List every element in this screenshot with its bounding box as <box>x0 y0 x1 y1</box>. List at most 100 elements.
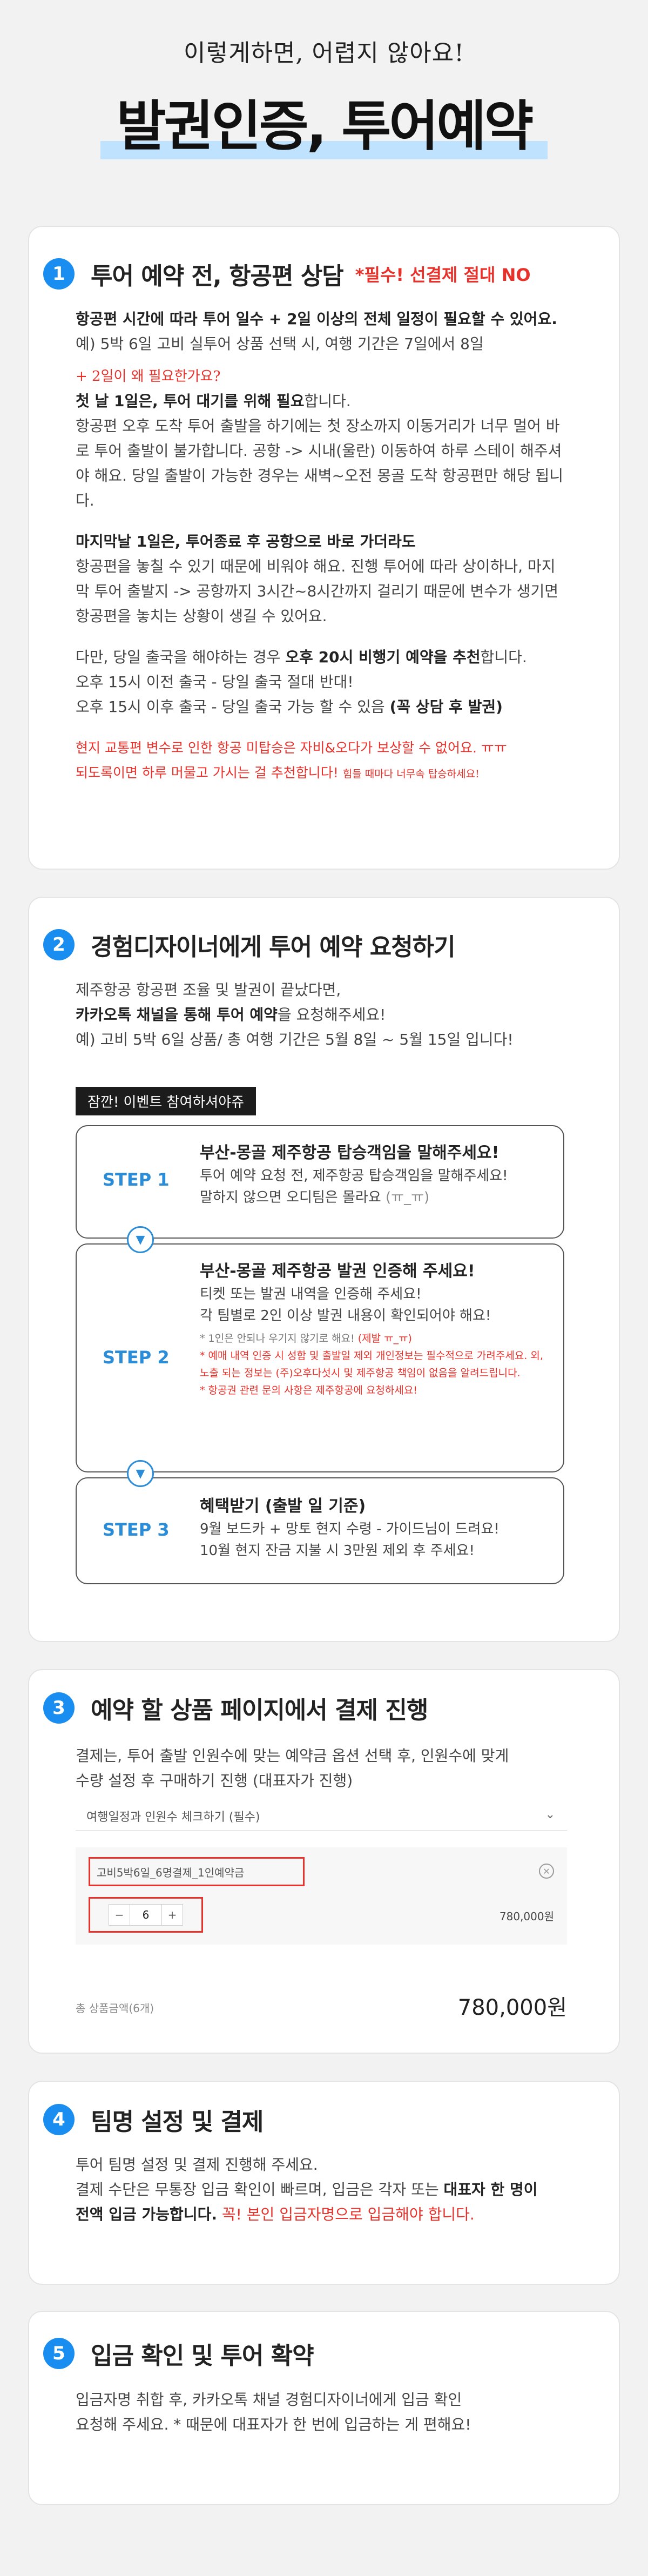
section-5-card <box>28 2311 620 2505</box>
paragraph-bold: 전액 입금 가능합니다. <box>76 2205 217 2223</box>
section-2-header: 2 경험디자이너에게 투어 예약 요청하기 <box>43 927 456 962</box>
step-text: (ㅠ_ㅠ) <box>386 1189 430 1206</box>
step-heading: 부산-몽골 제주항공 탑승객임을 말해주세요! <box>200 1144 500 1162</box>
select-label: 여행일정과 인원수 체크하기 (필수) <box>86 1810 260 1824</box>
paragraph: 다만, 당일 출국을 해야하는 경우 <box>76 648 286 666</box>
event-badge: 잠깐! 이벤트 참여하셔야쥬 <box>76 1087 256 1115</box>
small-note-red: * 항공권 관련 문의 사항은 제주항공에 요청하세요! <box>200 1384 417 1396</box>
section-1-card <box>28 226 620 870</box>
step-number-badge: 3 <box>43 1692 75 1724</box>
step-1-box: STEP 1 부산-몽골 제주항공 탑승객임을 말해주세요! 투어 예약 요청 … <box>76 1125 564 1239</box>
step-text: 각 팀별로 2인 이상 발권 내용이 확인되어야 해요! <box>200 1308 491 1324</box>
step-text: 티켓 또는 발권 내역을 인증해 주세요! <box>200 1286 422 1302</box>
paragraph: 예) 5박 6일 고비 실투어 상품 선택 시, 여행 기간은 7일에서 8일 <box>76 335 484 353</box>
hero-subtitle: 이렇게하면, 어렵지 않아요! <box>184 39 464 67</box>
quantity-stepper: − 6 + <box>89 1897 203 1933</box>
section-title: 팀명 설정 및 결제 <box>91 2108 264 2136</box>
handwritten-note: ㅠㅠ <box>481 740 507 756</box>
notice-red: 되도록이면 하루 머물고 가시는 걸 추천합니다! <box>76 765 343 781</box>
paragraph: 결제는, 투어 출발 인원수에 맞는 예약금 옵션 선택 후, 인원수에 맞게 <box>76 1747 509 1765</box>
plus-button[interactable]: + <box>167 1908 177 1921</box>
small-note: (제발 ㅠ_ㅠ) <box>357 1333 412 1344</box>
step-label: STEP 3 <box>103 1519 170 1540</box>
paragraph: 수량 설정 후 구매하기 진행 (대표자가 진행) <box>76 1772 353 1790</box>
handwritten-note: + 2일이 왜 필요한가요? <box>76 368 221 385</box>
section-5-header: 5 입금 확인 및 투어 확약 <box>43 2336 314 2371</box>
title-highlight <box>100 141 548 159</box>
schedule-select[interactable]: 여행일정과 인원수 체크하기 (필수) ⌄ <box>76 1801 567 1831</box>
notice-red: 현지 교통편 변수로 인한 항공 미탑승은 자비&오다가 보상할 수 없어요. <box>76 740 481 756</box>
option-price: 780,000원 <box>499 1910 554 1923</box>
step-label: STEP 1 <box>103 1169 170 1190</box>
section-4-body: 투어 팀명 설정 및 결제 진행해 주세요. 결제 수단은 무통장 입금 확인이… <box>76 2153 567 2227</box>
step-number-badge: 4 <box>43 2104 75 2135</box>
step-text: 10월 현지 잔금 지불 시 3만원 제외 후 주세요! <box>200 1543 475 1559</box>
step-heading: 혜택받기 (출발 일 기준) <box>200 1497 366 1516</box>
step-text: 9월 보드카 + 망토 현지 수령 - 가이드님이 드려요! <box>200 1521 500 1537</box>
step-2-box: STEP 2 부산-몽골 제주항공 발권 인증해 주세요! 티켓 또는 발권 내… <box>76 1243 564 1472</box>
required-warning: *필수! 선결제 절대 NO <box>355 265 531 285</box>
section-1-body: 항공편 시간에 따라 투어 일수 + 2일 이상의 전체 일정이 필요할 수 있… <box>76 307 567 786</box>
hero: 이렇게하면, 어렵지 않아요! 발권인증, 투어예약 <box>0 0 648 178</box>
paragraph: 입금자명 취합 후, 카카오톡 채널 경험디자이너에게 입금 확인 <box>76 2391 462 2409</box>
paragraph-bold: 오후 20시 비행기 예약을 추천 <box>285 648 481 666</box>
section-2-body: 제주항공 항공편 조율 및 발권이 끝났다면, 카카오톡 채널을 통해 투어 예… <box>76 978 567 1052</box>
total-value: 780,000원 <box>457 1995 567 2020</box>
close-icon[interactable]: ✕ <box>539 1864 554 1879</box>
paragraph-bold: 항공편 시간에 따라 투어 일수 + 2일 이상의 전체 일정이 필요할 수 있… <box>76 310 557 328</box>
paragraph: 을 요청해주세요! <box>277 1006 386 1024</box>
paragraph: 항공편을 놓칠 수 있기 때문에 비워야 해요. 진행 투어에 따라 상이하나,… <box>76 557 559 625</box>
total-label: 총 상품금액(6개) <box>76 2002 154 2015</box>
step-number-badge: 1 <box>43 258 75 290</box>
section-5-body: 입금자명 취합 후, 카카오톡 채널 경험디자이너에게 입금 확인 요청해 주세… <box>76 2387 567 2437</box>
chevron-down-icon: ▼ <box>127 1460 154 1487</box>
paragraph: 요청해 주세요. * 때문에 대표자가 한 번에 입금하는 게 편해요! <box>76 2416 471 2433</box>
minus-button[interactable]: − <box>114 1908 124 1921</box>
small-note-red: * 예매 내역 인증 시 성함 및 출발일 제외 개인정보는 필수적으로 가려주… <box>200 1350 543 1379</box>
step-body: 부산-몽골 제주항공 발권 인증해 주세요! 티켓 또는 발권 내역을 인증해 … <box>200 1260 552 1399</box>
hero-title: 발권인증, 투어예약 <box>116 95 534 158</box>
paragraph-bold: (꼭 상담 후 발권) <box>389 698 503 716</box>
section-4-card <box>28 2081 620 2285</box>
step-3-box: STEP 3 혜택받기 (출발 일 기준) 9월 보드카 + 망토 현지 수령 … <box>76 1477 564 1584</box>
step-label: STEP 2 <box>103 1347 170 1368</box>
paragraph: 항공편 오후 도착 투어 출발을 하기에는 첫 장소까지 이동거리가 너무 멀어… <box>76 417 564 509</box>
stepper-box: − 6 + <box>109 1904 183 1926</box>
quantity-value[interactable]: 6 <box>130 1905 162 1925</box>
paragraph: 제주항공 항공편 조율 및 발권이 끝났다면, <box>76 981 341 999</box>
step-number-badge: 2 <box>43 929 75 960</box>
paragraph-bold: 대표자 한 명이 <box>443 2181 538 2198</box>
paragraph: 합니다. <box>304 392 351 410</box>
step-body: 부산-몽골 제주항공 탑승객임을 말해주세요! 투어 예약 요청 전, 제주항공… <box>200 1141 552 1208</box>
paragraph-bold: 마지막날 1일은, 투어종료 후 공항으로 바로 가더라도 <box>76 533 416 550</box>
paragraph: 투어 팀명 설정 및 결제 진행해 주세요. <box>76 2156 318 2174</box>
chevron-down-icon: ▼ <box>127 1226 154 1253</box>
section-title: 예약 할 상품 페이지에서 결제 진행 <box>91 1697 428 1724</box>
section-title: 경험디자이너에게 투어 예약 요청하기 <box>91 933 456 961</box>
chevron-down-icon: ⌄ <box>545 1808 555 1821</box>
section-4-header: 4 팀명 설정 및 결제 <box>43 2102 264 2137</box>
section-1-header: 1 투어 예약 전, 항공편 상담 *필수! 선결제 절대 NO <box>43 257 531 291</box>
step-text: 말하지 않으면 오디팀은 몰라요 <box>200 1189 386 1206</box>
step-heading: 부산-몽골 제주항공 발권 인증해 주세요! <box>200 1262 475 1281</box>
step-body: 혜택받기 (출발 일 기준) 9월 보드카 + 망토 현지 수령 - 가이드님이… <box>200 1495 552 1562</box>
paragraph: 예) 고비 5박 6일 상품/ 총 여행 기간은 5월 8일 ~ 5월 15일 … <box>76 1031 514 1048</box>
paragraph: 결제 수단은 무통장 입금 확인이 빠르며, 입금은 각자 또는 <box>76 2181 444 2198</box>
paragraph-bold: 첫 날 1일은, 투어 대기를 위해 필요 <box>76 392 305 410</box>
paragraph: 오후 15시 이전 출국 - 당일 출국 절대 반대! <box>76 673 354 691</box>
step-number-badge: 5 <box>43 2338 75 2369</box>
paragraph: 합니다. <box>480 648 527 666</box>
small-note: * 1인은 안되나 우기지 않기로 해요! <box>200 1333 358 1344</box>
handwritten-note: 힘들 때마다 너무속 탑승하세요! <box>342 768 480 780</box>
section-title: 투어 예약 전, 항공편 상담 <box>91 263 344 290</box>
paragraph: 오후 15시 이후 출국 - 당일 출국 가능 할 수 있음 <box>76 698 390 716</box>
selected-option: 고비5박6일_6명결제_1인예약금 ✕ − 6 + 780,000원 <box>76 1847 567 1945</box>
section-3-header: 3 예약 할 상품 페이지에서 결제 진행 <box>43 1691 428 1725</box>
section-title: 입금 확인 및 투어 확약 <box>91 2342 314 2370</box>
notice-red: 꼭! 본인 입금자명으로 입금해야 합니다. <box>217 2205 475 2223</box>
step-text: 투어 예약 요청 전, 제주항공 탑승객임을 말해주세요! <box>200 1168 508 1184</box>
option-name: 고비5박6일_6명결제_1인예약금 <box>89 1857 305 1886</box>
paragraph-bold: 카카오톡 채널을 통해 투어 예약 <box>76 1006 278 1024</box>
section-3-body: 결제는, 투어 출발 인원수에 맞는 예약금 옵션 선택 후, 인원수에 맞게 … <box>76 1744 567 1793</box>
